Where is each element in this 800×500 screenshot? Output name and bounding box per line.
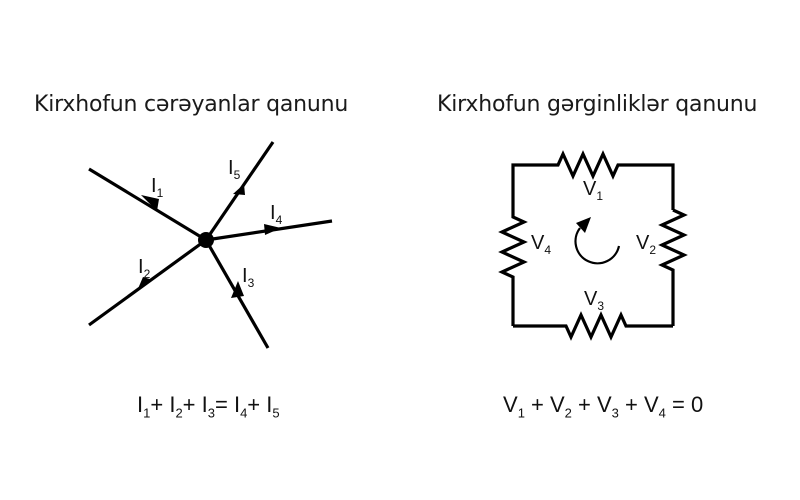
resistor-v3 <box>513 311 673 341</box>
resistor-v2 <box>658 208 688 326</box>
loop-circuit <box>498 150 688 341</box>
label-i1: I1 <box>151 175 164 200</box>
clockwise-arc <box>574 227 621 265</box>
arrow-i5-icon <box>233 184 245 195</box>
label-i4: I4 <box>270 202 283 227</box>
label-v2: V2 <box>636 232 656 257</box>
label-i3: I3 <box>242 265 255 290</box>
arrow-i2-icon <box>137 277 153 291</box>
kvl-title: Kirxhofun gərginliklər qanunu <box>437 92 758 117</box>
label-v1: V1 <box>583 178 603 203</box>
kcl-equation: I1+ I2+ I3= I4+ I5 <box>137 392 280 421</box>
current-arrows <box>137 184 281 298</box>
resistor-v4 <box>498 209 528 326</box>
clockwise-arrowhead-icon <box>576 217 591 233</box>
label-i2: I2 <box>138 256 151 281</box>
junction-node <box>198 232 214 248</box>
label-v3: V3 <box>584 288 604 313</box>
label-i5: I5 <box>228 157 241 182</box>
resistor-v1 <box>511 150 675 210</box>
voltage-labels: V1 V2 V3 V4 <box>531 178 656 313</box>
kvl-equation: V1 + V2 + V3 + V4 = 0 <box>503 392 704 421</box>
label-v4: V4 <box>531 232 551 257</box>
wire-i1 <box>88 167 207 242</box>
arrow-i4-icon <box>264 224 281 235</box>
kcl-title: Kirxhofun cərəyanlar qanunu <box>34 92 349 117</box>
arrow-i1-icon <box>141 195 159 211</box>
current-labels: I1 I2 I3 I4 I5 <box>138 157 283 290</box>
loop-direction-arrow <box>574 217 621 265</box>
arrow-i3-icon <box>231 281 244 298</box>
